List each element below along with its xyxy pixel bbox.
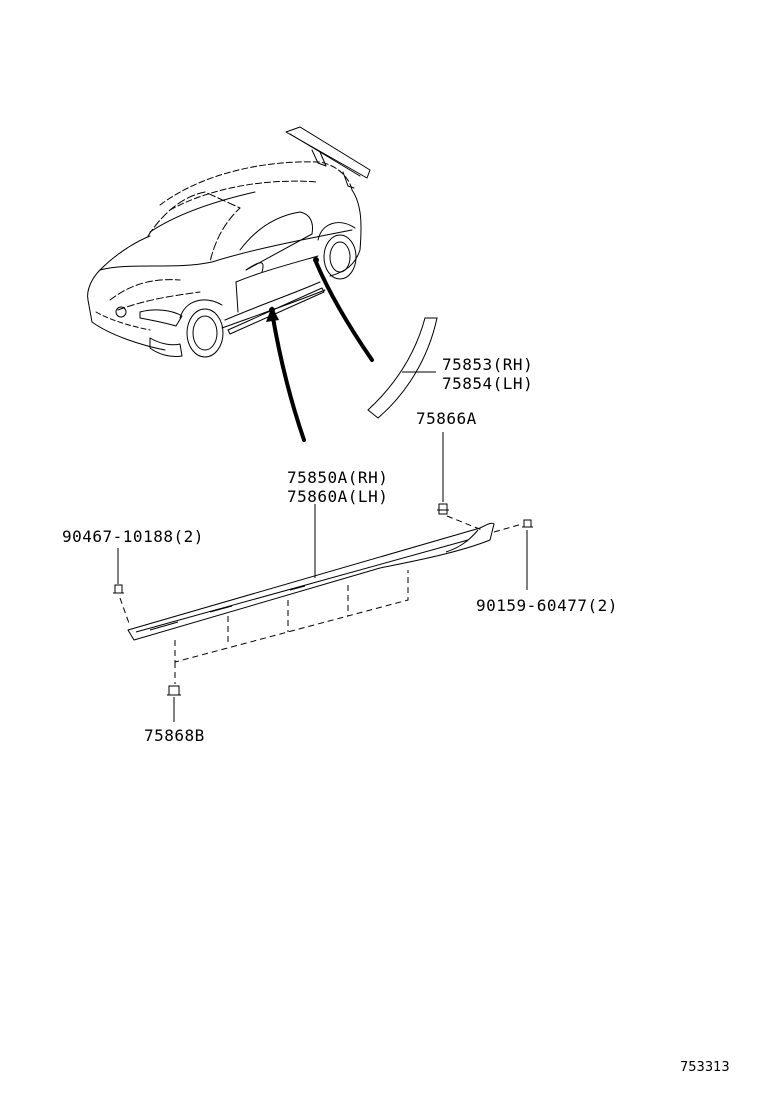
screw-left-part	[113, 584, 124, 594]
pointer-arrows	[266, 260, 374, 442]
label-clip-b: 75868B	[144, 726, 205, 745]
car-illustration	[87, 126, 371, 358]
label-clip-a: 75866A	[416, 409, 477, 428]
label-screw-left: 90467-10188(2)	[62, 527, 204, 546]
clip-b-part	[167, 685, 181, 696]
label-side-spoiler-rh: 75850A(RH)	[287, 468, 389, 487]
fastener-dashed-lines	[119, 515, 523, 684]
screw-right-part	[522, 519, 533, 528]
label-garnish-lh: 75854(LH)	[442, 374, 534, 393]
rocker-garnish-part	[367, 317, 438, 419]
diagram-reference-number: 753313	[680, 1060, 730, 1075]
side-spoiler-part	[127, 522, 495, 641]
label-screw-right: 90159-60477(2)	[476, 596, 618, 615]
label-garnish-rh: 75853(RH)	[442, 355, 534, 374]
clip-a-part	[437, 503, 449, 515]
label-side-spoiler-lh: 75860A(LH)	[287, 487, 389, 506]
arrow-to-garnish	[314, 260, 374, 362]
arrow-to-side-spoiler	[270, 310, 306, 442]
